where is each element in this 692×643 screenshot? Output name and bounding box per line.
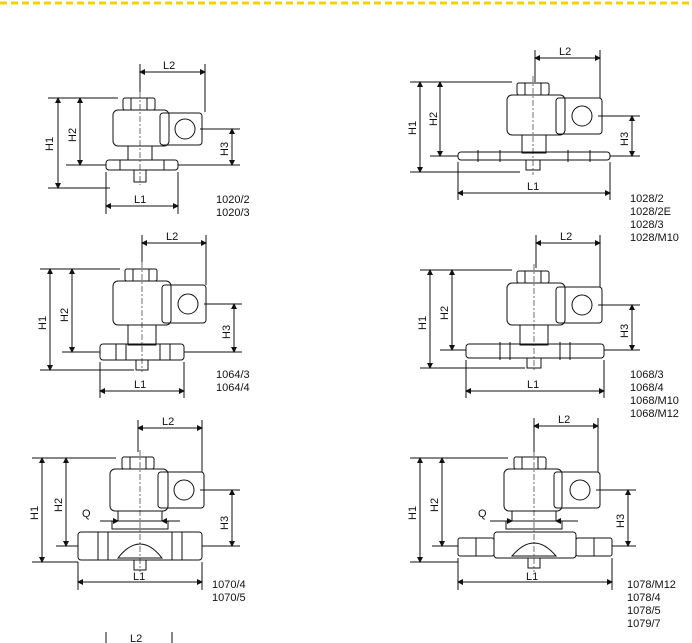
model-list-1068: 1068/3 1068/4 1068/M10 1068/M12 [630, 369, 679, 421]
label-l1-1068: L1 [527, 379, 539, 391]
label-l1-1064: L1 [134, 379, 146, 391]
label-h3-1078: H3 [615, 514, 627, 528]
label-h1-1070: H1 [29, 506, 41, 520]
label-l2-1078: L2 [558, 414, 570, 426]
label-h2-1078: H2 [429, 498, 441, 512]
model-label: 1070/4 [212, 579, 246, 591]
drawing-partial-next [105, 632, 173, 643]
model-list-1078: 1078/M12 1078/4 1078/5 1079/7 [627, 579, 676, 631]
model-label: 1078/5 [627, 605, 661, 617]
model-label: 1068/3 [630, 369, 664, 381]
label-h3-1028: H3 [619, 132, 631, 146]
model-label: 1070/5 [212, 592, 246, 604]
model-label: 1068/4 [630, 382, 664, 394]
label-h1-1078: H1 [407, 506, 419, 520]
drawing-1020 [48, 64, 240, 214]
label-l2-1064: L2 [166, 231, 178, 243]
label-h2-1070: H2 [53, 498, 65, 512]
label-h3-1020: H3 [219, 142, 231, 156]
label-l2-1028: L2 [559, 46, 571, 58]
model-list-1070: 1070/4 1070/5 [212, 579, 246, 605]
model-label: 1064/4 [216, 382, 250, 394]
top-dashed-border [0, 1, 692, 5]
label-h3-1070: H3 [219, 516, 231, 530]
drawing-1078 [410, 418, 636, 590]
label-h1-1068: H1 [417, 316, 429, 330]
label-h2-1064: H2 [59, 308, 71, 322]
connector-block [159, 112, 203, 146]
label-l1-1070: L1 [133, 571, 145, 583]
label-q-1070: Q [82, 508, 91, 520]
drawing-1064 [40, 235, 242, 398]
solenoid-coil [112, 109, 170, 147]
label-h1-1028: H1 [407, 121, 419, 135]
model-label: 1064/3 [216, 369, 250, 381]
pipe-fitting [105, 159, 179, 171]
model-label: 1020/2 [216, 194, 250, 206]
model-list-1028: 1028/2 1028/2E 1028/3 1028/M10 [630, 193, 679, 245]
label-h2-1028: H2 [428, 112, 440, 126]
label-l2-1070: L2 [162, 416, 174, 428]
label-h2-1068: H2 [439, 306, 451, 320]
drawing-1070 [32, 420, 240, 590]
drawing-1068 [420, 235, 640, 398]
model-label: 1078/M12 [627, 579, 676, 591]
model-label: 1068/M12 [630, 408, 679, 420]
label-l2-partial: L2 [130, 633, 142, 643]
model-label: 1079/7 [627, 618, 661, 630]
label-l1-1028: L1 [527, 181, 539, 193]
label-h1-1020: H1 [44, 137, 56, 151]
label-l1-1020: L1 [134, 194, 146, 206]
label-h2-1020: H2 [67, 128, 79, 142]
label-h1-1064: H1 [37, 316, 49, 330]
model-label: 1028/2E [630, 206, 671, 218]
solenoid-nut [122, 97, 156, 111]
label-l2-1020: L2 [163, 60, 175, 72]
model-list-1020: 1020/2 1020/3 [216, 194, 250, 220]
model-label: 1020/3 [216, 207, 250, 219]
model-label: 1028/3 [630, 219, 664, 231]
label-q-1078: Q [478, 508, 487, 520]
label-h3-1064: H3 [221, 325, 233, 339]
connector-circle [174, 118, 196, 140]
label-h3-1068: H3 [619, 324, 631, 338]
label-l1-1078: L1 [526, 571, 538, 583]
model-label: 1078/4 [627, 592, 661, 604]
drawing-1028 [410, 50, 640, 200]
model-list-1064: 1064/3 1064/4 [216, 369, 250, 395]
model-label: 1028/2 [630, 193, 664, 205]
model-label: 1028/M10 [630, 232, 679, 244]
label-l2-1068: L2 [560, 231, 572, 243]
model-label: 1068/M10 [630, 395, 679, 407]
